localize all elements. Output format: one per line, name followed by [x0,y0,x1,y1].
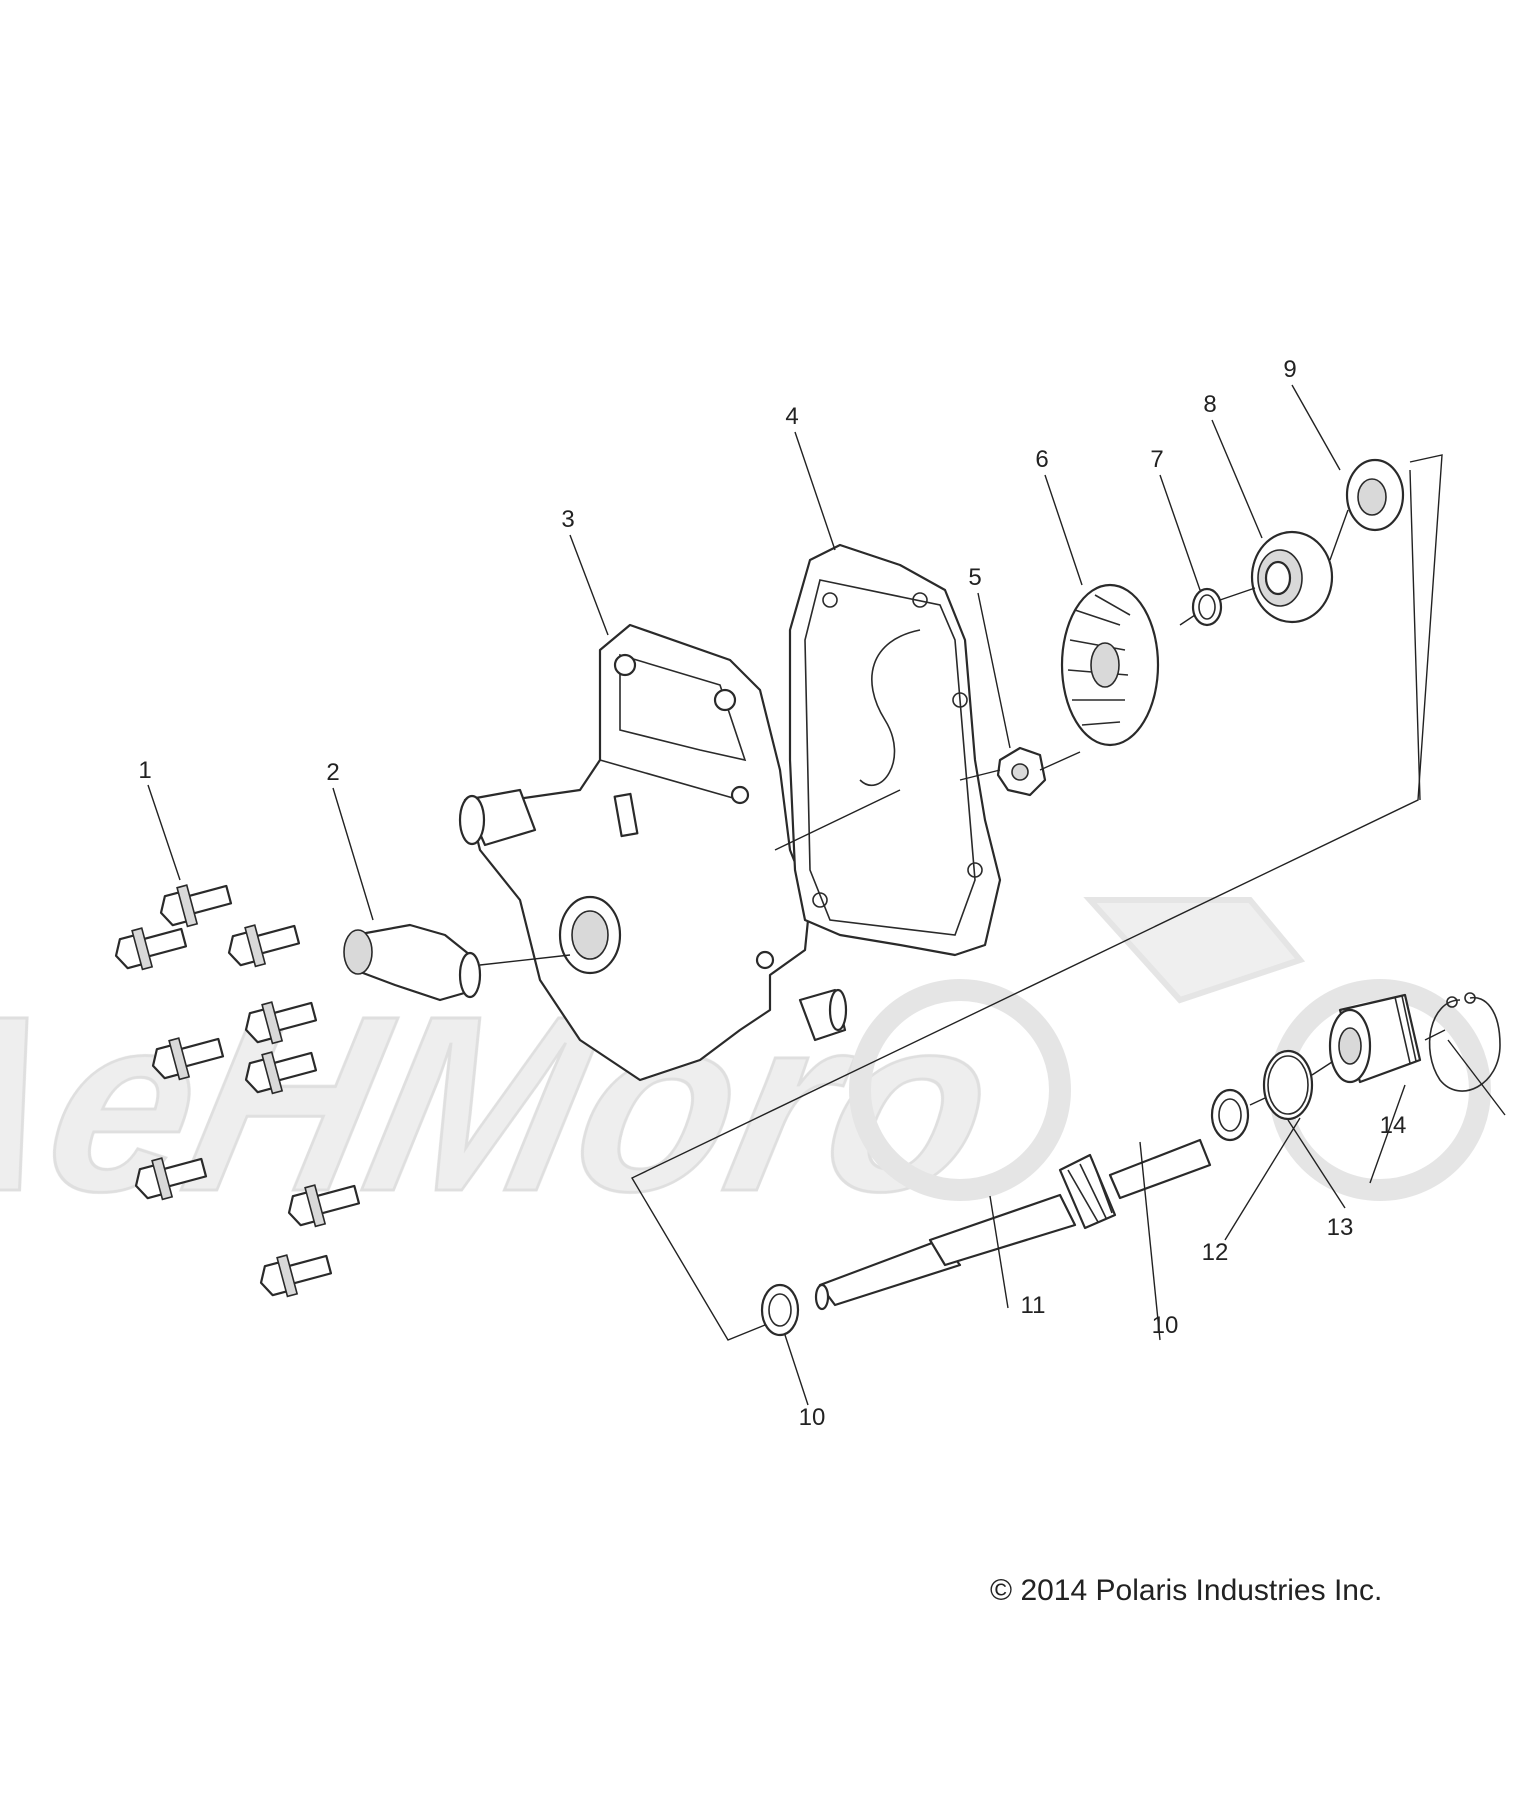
callout-8: 8 [1203,391,1216,418]
o-ring[interactable] [1191,587,1223,627]
nut[interactable] [996,746,1047,797]
watermark-wheel-front [849,979,1071,1201]
bolt[interactable] [284,1175,362,1232]
bolt[interactable] [241,1042,319,1099]
callout-labels: 1 2 3 4 5 6 7 8 9 10 11 12 13 14 10 [138,356,1406,1431]
bolt[interactable] [131,1148,209,1205]
seal[interactable] [1250,530,1334,624]
bolt[interactable] [224,915,302,972]
callout-6: 6 [1035,446,1048,473]
snap-ring[interactable] [1428,992,1501,1092]
seal-ring[interactable] [1345,458,1405,532]
bolt[interactable] [256,1245,334,1302]
callout-10-upper: 10 [1152,1312,1179,1339]
bolt[interactable] [241,992,319,1049]
gasket[interactable] [788,543,1002,957]
leader-lines [147,384,1506,1406]
bolt[interactable] [156,875,234,932]
pump-cover[interactable] [458,623,848,1082]
callout-9: 9 [1283,356,1296,383]
callout-11: 11 [1021,1292,1046,1319]
callout-3: 3 [561,506,574,533]
watermark-tank [1083,897,1306,1004]
callout-7: 7 [1150,446,1163,473]
callout-10-lower: 10 [799,1404,826,1431]
washer-lower[interactable] [760,1283,800,1337]
callout-1: 1 [138,757,151,784]
copyright-notice: © 2014 Polaris Industries Inc. [990,1574,1383,1607]
washer-upper[interactable] [1210,1088,1250,1142]
elbow-fitting[interactable] [343,923,482,1002]
callout-13: 13 [1327,1214,1354,1241]
callout-4: 4 [785,403,798,430]
shaft-o-ring[interactable] [1262,1049,1314,1121]
callout-5: 5 [968,564,981,591]
assembly-bracket [631,454,1443,1341]
alignment-lines [479,509,1446,1106]
bolt[interactable] [111,918,189,975]
impeller[interactable] [1060,583,1160,747]
bolt-group [111,875,362,1302]
bushing[interactable] [1328,993,1422,1084]
callout-2: 2 [326,759,339,786]
callout-12: 12 [1202,1239,1229,1266]
bolt[interactable] [148,1028,226,1085]
pump-shaft[interactable] [814,1138,1212,1311]
callout-14: 14 [1380,1112,1407,1139]
